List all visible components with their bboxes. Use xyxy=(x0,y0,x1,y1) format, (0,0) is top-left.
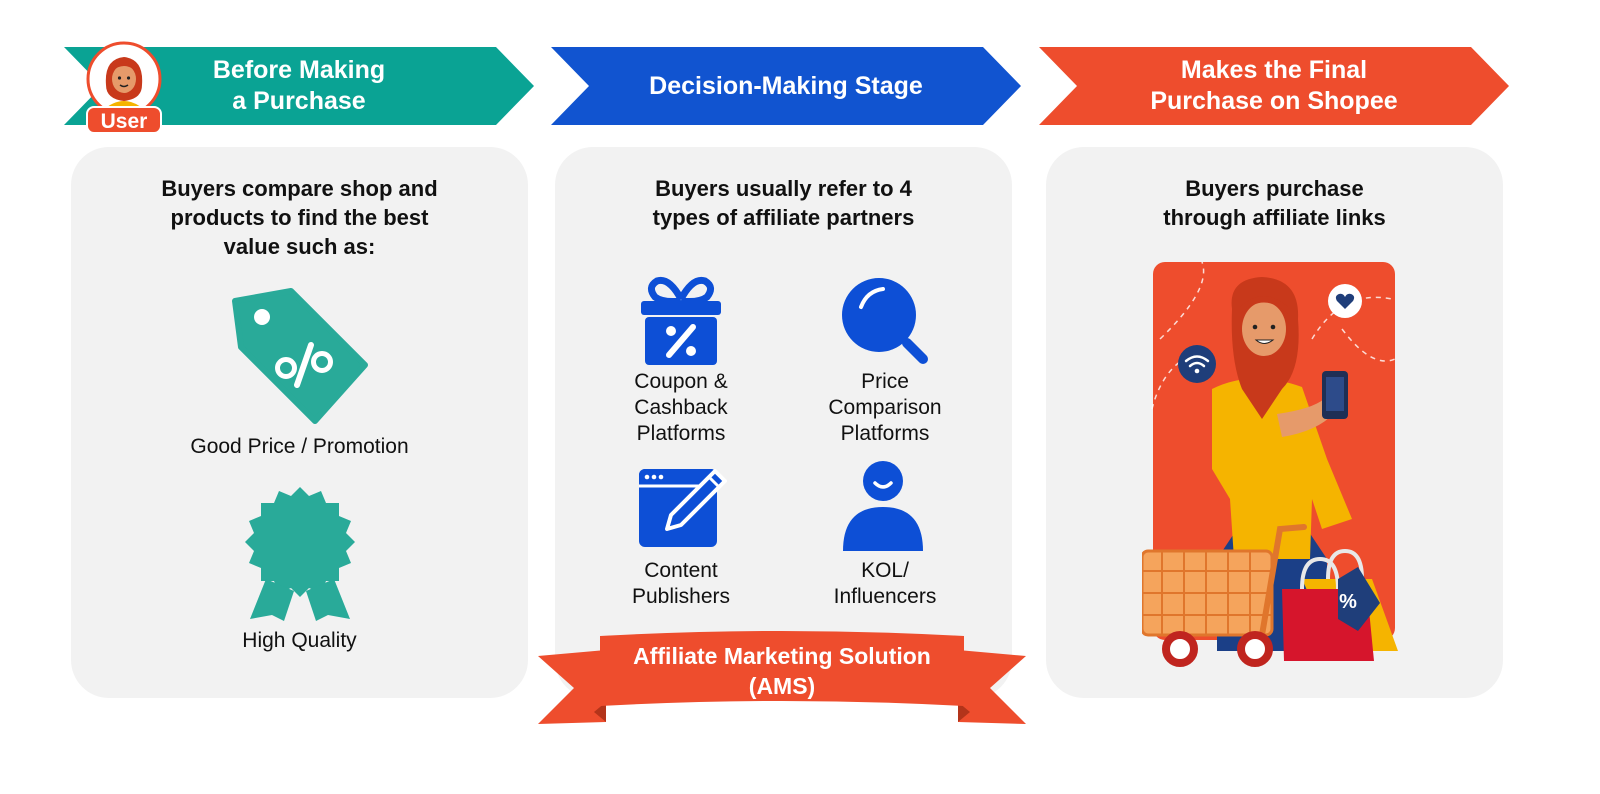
stage-1-card-title-line2: products to find the best xyxy=(170,205,429,230)
stage-3-card-title-line2: through affiliate links xyxy=(1163,205,1386,230)
person-icon xyxy=(843,461,923,551)
stage-3-chevron xyxy=(1039,47,1509,125)
stage-1-banner: Before Making a Purchase xyxy=(64,47,534,125)
partner-kol-line1: KOL/ xyxy=(861,559,909,582)
partner-content-line2: Publishers xyxy=(631,585,731,608)
partner-price-comparison-label: Price Comparison Platforms xyxy=(805,369,965,447)
partner-content-publishers-label: Content Publishers xyxy=(601,558,761,610)
user-avatar xyxy=(86,41,162,133)
shopper-illustration: % xyxy=(1142,261,1398,667)
ams-ribbon xyxy=(538,631,1026,724)
stage-3-title: Makes the Final Purchase on Shopee xyxy=(1099,47,1449,125)
stage-2-title-line1: Decision-Making Stage xyxy=(649,71,923,100)
stage-3-card: Buyers purchase through affiliate links xyxy=(1046,147,1503,698)
partner-price-line1: Price xyxy=(861,370,909,393)
ams-ribbon-line2: (AMS) xyxy=(748,673,816,699)
stage-2-chevron xyxy=(551,47,1021,125)
price-tag-percent-icon xyxy=(232,288,368,424)
user-badge: User xyxy=(86,106,162,134)
stage-2-title: Decision-Making Stage xyxy=(611,47,961,125)
stage-1-card-title-line1: Buyers compare shop and xyxy=(161,176,438,201)
stage-1-title-line1: Before Making xyxy=(212,56,386,84)
quality-badge-icon xyxy=(245,487,355,621)
partner-kol-label: KOL/ Influencers xyxy=(805,558,965,610)
stage-1-title-line2: a Purchase xyxy=(232,87,366,115)
partner-coupon-line3: Platforms xyxy=(636,422,726,445)
partner-coupon-label: Coupon & Cashback Platforms xyxy=(601,369,761,447)
magnifier-icon xyxy=(842,278,928,364)
stage-3-title-line2: Purchase on Shopee xyxy=(1150,87,1398,115)
stage-2-card: Buyers usually refer to 4 types of affil… xyxy=(555,147,1012,698)
partner-coupon-line2: Cashback xyxy=(634,396,728,419)
high-quality-label: High Quality xyxy=(242,629,357,652)
partner-kol-line2: Influencers xyxy=(833,585,937,608)
wifi-icon xyxy=(1178,345,1216,383)
partner-price-line2: Comparison xyxy=(828,396,942,419)
stage-1-card: Buyers compare shop and products to find… xyxy=(71,147,528,698)
stage-3-title-line1: Makes the Final xyxy=(1180,56,1368,84)
partner-coupon-line1: Coupon & xyxy=(634,370,728,393)
heart-icon xyxy=(1328,284,1362,318)
ams-ribbon-line1: Affiliate Marketing Solution xyxy=(633,643,931,669)
stage-1-title: Before Making a Purchase xyxy=(179,47,419,125)
stage-1-card-title-line3: value such as: xyxy=(223,234,376,259)
stage-2-card-title-line1: Buyers usually refer to 4 xyxy=(655,176,912,201)
user-avatar-icon xyxy=(86,41,162,117)
gift-percent-icon xyxy=(641,276,721,365)
stage-2-banner: Decision-Making Stage xyxy=(551,47,1021,125)
stage-3-banner: Makes the Final Purchase on Shopee xyxy=(1039,47,1509,125)
ams-ribbon-text: Affiliate Marketing Solution (AMS) xyxy=(600,638,964,704)
stage-1-chevron xyxy=(64,47,534,125)
edit-window-icon xyxy=(639,469,727,547)
partner-content-line1: Content xyxy=(644,559,718,582)
stage-1-card-title: Buyers compare shop and products to find… xyxy=(71,174,528,261)
stage-2-card-title: Buyers usually refer to 4 types of affil… xyxy=(555,174,1012,232)
good-price-label: Good Price / Promotion xyxy=(190,435,409,458)
stage-3-card-title-line1: Buyers purchase xyxy=(1185,176,1364,201)
stage-3-card-title: Buyers purchase through affiliate links xyxy=(1046,174,1503,232)
svg-text:%: % xyxy=(1339,591,1357,613)
partner-price-line3: Platforms xyxy=(840,422,930,445)
stage-2-card-title-line2: types of affiliate partners xyxy=(652,205,915,230)
